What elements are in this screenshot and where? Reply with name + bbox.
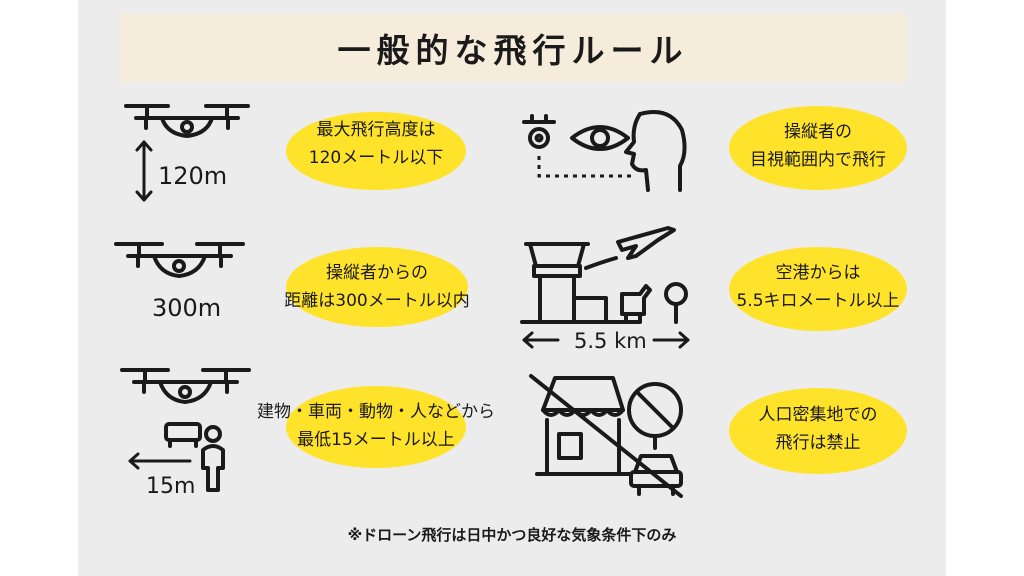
rule-line: 操縦者からの <box>326 263 428 283</box>
dense-area-icon <box>529 374 683 498</box>
rule-line: 5.5キロメートル以上 <box>736 291 900 311</box>
page-title: 一般的な飛行ルール <box>337 31 689 70</box>
distance-label: 300m <box>152 294 221 321</box>
rule-text-clearance: 建物・車両・動物・人などから 最低15メートル以上 <box>226 398 526 454</box>
clearance-label: 15m <box>146 474 195 497</box>
rule-text-altitude: 最大飛行高度は 120メートル以下 <box>266 116 486 172</box>
airport-distance-label: 5.5 km <box>574 329 647 352</box>
rule-line: 操縦者の <box>784 122 852 142</box>
title-banner: 一般的な飛行ルール <box>120 14 906 82</box>
rule-text-line-of-sight: 操縦者の 目視範囲内で飛行 <box>718 118 918 174</box>
rule-line: 飛行は禁止 <box>775 433 861 453</box>
airport-icon: 5.5 km <box>520 226 690 352</box>
rule-line: 目視範囲内で飛行 <box>750 150 886 170</box>
drone-altitude-icon: 120m <box>124 104 250 202</box>
rule-bubble-dense-area <box>729 388 907 474</box>
rule-text-airport: 空港からは 5.5キロメートル以上 <box>708 259 928 315</box>
rule-line: 距離は300メートル以内 <box>284 291 470 311</box>
footnote: ※ドローン飛行は日中かつ良好な気象条件下のみ <box>347 526 677 544</box>
rule-text-dense-area: 人口密集地での 飛行は禁止 <box>718 401 918 457</box>
rule-bubble-line-of-sight <box>729 106 907 190</box>
line-of-sight-icon <box>522 110 687 192</box>
rule-text-distance: 操縦者からの 距離は300メートル以内 <box>247 259 507 315</box>
drone-distance-icon: 300m <box>114 242 245 321</box>
rule-bubble-airport <box>729 247 907 331</box>
rule-line: 最大飛行高度は <box>316 120 436 140</box>
rule-bubble-distance <box>286 247 468 327</box>
rule-bubble-altitude <box>286 112 466 190</box>
altitude-label: 120m <box>158 162 227 190</box>
rule-bubble-clearance <box>286 386 466 468</box>
rule-line: 120メートル以下 <box>308 148 444 168</box>
drone-clearance-icon: 15m <box>120 368 251 497</box>
rule-line: 最低15メートル以上 <box>297 430 455 450</box>
rule-line: 建物・車両・動物・人などから <box>257 402 495 422</box>
rule-line: 空港からは <box>775 263 861 283</box>
rule-line: 人口密集地での <box>758 405 878 425</box>
